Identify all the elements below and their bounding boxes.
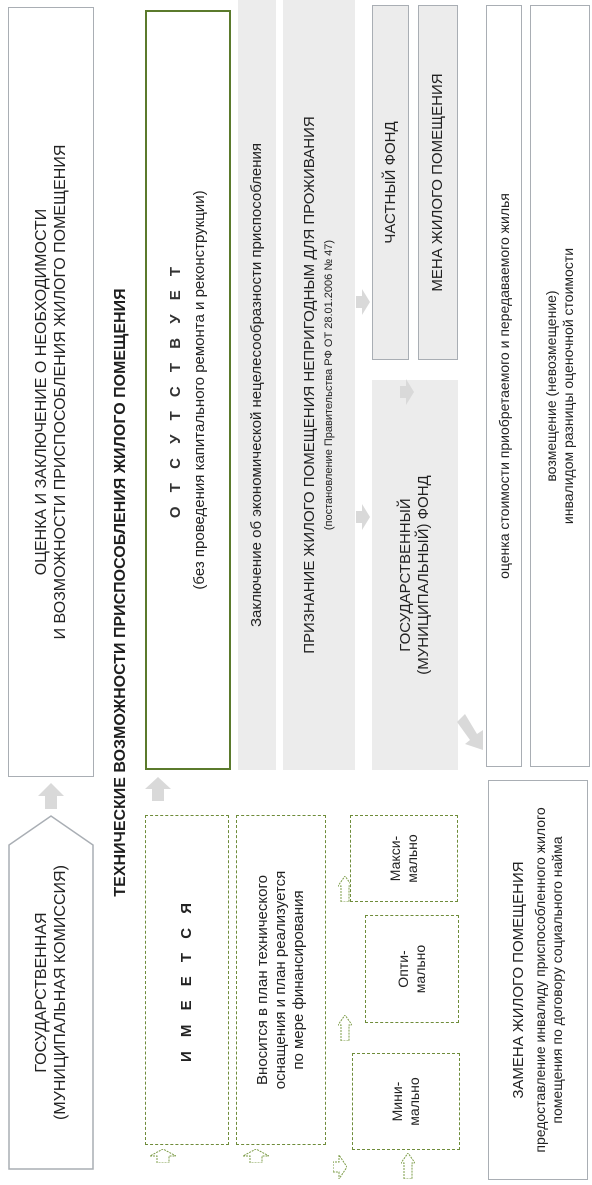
- option-minimal: Мини- мально: [352, 1053, 460, 1150]
- arrow-right-icon: [38, 783, 64, 809]
- commission-line2: (МУНИЦИПАЛЬНАЯ КОМИССИЯ): [52, 865, 69, 1120]
- option-minimal-line1: Мини-: [389, 1081, 406, 1122]
- option-minimal-line2: мально: [406, 1077, 422, 1126]
- conclusion-box: Заключение об экономической нецелесообра…: [238, 0, 276, 770]
- tech-possibilities-header: ТЕХНИЧЕСКИЕ ВОЗМОЖНОСТИ ПРИСПОСОБЛЕНИЯ Ж…: [112, 288, 129, 897]
- state-fund-line1: ГОСУДАРСТВЕННЫЙ: [397, 498, 414, 652]
- absent-label: О Т С У Т С Т В У Е Т: [167, 261, 184, 519]
- replacement-title: ЗАМЕНА ЖИЛОГО ПОМЕЩЕНИЯ: [510, 861, 528, 1099]
- option-optimal-line1: Опти-: [395, 950, 412, 988]
- arrow-right-outline-icon: [150, 1149, 176, 1163]
- option-maximal: Макси- мально: [350, 815, 458, 902]
- arrow-right-icon: [145, 777, 171, 801]
- option-optimal-line2: мально: [412, 944, 428, 994]
- assessment-box: ОЦЕНКА И ЗАКЛЮЧЕНИЕ О НЕОБХОДИМОСТИ И ВО…: [8, 7, 94, 777]
- arrow-right-outline-icon: [338, 876, 352, 902]
- unfit-box: ПРИЗНАНИЕ ЖИЛОГО ПОМЕЩЕНИЯ НЕПРИГОДНЫМ Д…: [283, 0, 355, 770]
- arrow-down-icon: [400, 379, 414, 405]
- plan-line1: Вносится в план технического: [254, 875, 271, 1085]
- conclusion-text: Заключение об экономической нецелесообра…: [248, 142, 265, 628]
- arrow-down-icon: [356, 504, 370, 530]
- compensation-line2: инвалидом разницы оценочной стоимости: [560, 247, 576, 525]
- arrow-down-outline-icon: [333, 1155, 347, 1179]
- commission-line1: ГОСУДАРСТВЕННАЯ: [32, 912, 50, 1073]
- replacement-box: ЗАМЕНА ЖИЛОГО ПОМЕЩЕНИЯ предоставление и…: [488, 780, 588, 1180]
- exchange-text: МЕНА ЖИЛОГО ПОМЕЩЕНИЯ: [429, 73, 446, 292]
- commission-pentagon-shape: [8, 815, 94, 1170]
- arrow-right-outline-icon: [243, 1149, 269, 1163]
- unfit-text: ПРИЗНАНИЕ ЖИЛОГО ПОМЕЩЕНИЯ НЕПРИГОДНЫМ Д…: [301, 116, 319, 654]
- state-fund-line2: (МУНИЦИПАЛЬНЫЙ) ФОНД: [415, 475, 432, 675]
- private-fund-box: ЧАСТНЫЙ ФОНД: [372, 5, 409, 360]
- arrow-down-left-icon: [457, 714, 483, 750]
- option-maximal-line2: мально: [404, 834, 420, 883]
- arrow-right-outline-icon: [338, 1015, 352, 1041]
- option-optimal: Опти- мально: [365, 915, 459, 1023]
- plan-line3: по мере финансирования: [290, 890, 307, 1070]
- arrow-right-outline-icon: [401, 1153, 415, 1179]
- compensation-line1: возмещение (невозмещение): [543, 290, 560, 482]
- unfit-note: (постановление Правительства РФ ОТ 28.01…: [323, 239, 336, 531]
- valuation-text: оценка стоимости приобретаемого и переда…: [495, 193, 512, 579]
- exchange-box: МЕНА ЖИЛОГО ПОМЕЩЕНИЯ: [418, 5, 458, 360]
- has-label: И М Е Е Т С Я: [178, 897, 195, 1063]
- plan-box: Вносится в план технического оснащения и…: [236, 815, 326, 1145]
- assessment-line2: И ВОЗМОЖНОСТИ ПРИСПОСОБЛЕНИЯ ЖИЛОГО ПОМЕ…: [52, 144, 69, 640]
- valuation-box: оценка стоимости приобретаемого и переда…: [486, 5, 522, 767]
- replacement-line2: помещения по договору социального найма: [549, 836, 565, 1124]
- arrow-down-icon: [356, 289, 370, 315]
- option-maximal-line1: Макси-: [387, 835, 404, 882]
- absent-note: (без проведения капитального ремонта и р…: [191, 190, 208, 590]
- has-box: И М Е Е Т С Я: [145, 815, 229, 1145]
- compensation-box: возмещение (невозмещение) инвалидом разн…: [530, 5, 590, 767]
- state-fund-box: ГОСУДАРСТВЕННЫЙ (МУНИЦИПАЛЬНЫЙ) ФОНД: [372, 380, 458, 770]
- plan-line2: оснащения и план реализуется: [272, 870, 289, 1090]
- replacement-line1: предоставление инвалиду приспособленного…: [532, 807, 549, 1153]
- commission-box: ГОСУДАРСТВЕННАЯ (МУНИЦИПАЛЬНАЯ КОМИССИЯ): [8, 815, 94, 1170]
- assessment-line1: ОЦЕНКА И ЗАКЛЮЧЕНИЕ О НЕОБХОДИМОСТИ: [32, 208, 50, 576]
- private-fund-text: ЧАСТНЫЙ ФОНД: [381, 121, 399, 244]
- absent-box: О Т С У Т С Т В У Е Т (без проведения ка…: [145, 10, 231, 770]
